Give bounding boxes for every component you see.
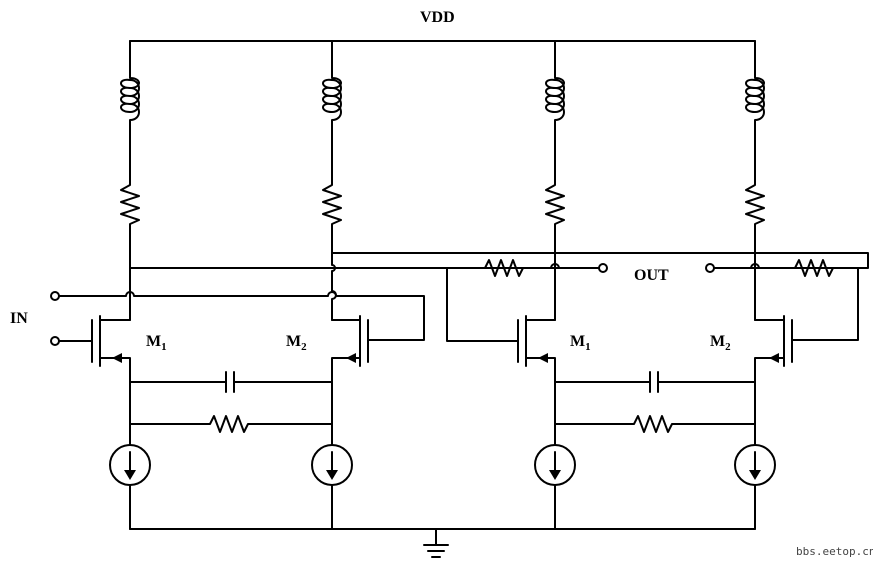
right-source-resistor (554, 381, 756, 433)
branch2-inductor (322, 40, 342, 126)
left-m1-transistor (91, 315, 131, 383)
branch1-inductor (120, 40, 140, 126)
left-m2-drain-hop (331, 252, 337, 321)
right-m1-label: M1 (570, 333, 591, 353)
right-current-source-1 (534, 423, 576, 530)
in-terminal-top (50, 291, 60, 301)
right-feedback-resistor-2 (709, 259, 859, 341)
out-terminal-right (705, 263, 715, 273)
right-m2-label: M2 (710, 333, 731, 353)
left-source-resistor (129, 381, 333, 433)
in-terminal-bottom (50, 336, 60, 346)
right-current-source-2 (734, 423, 776, 530)
branch3-resistor (545, 124, 565, 269)
in-line (58, 291, 425, 341)
left-m2-label: M2 (286, 333, 307, 353)
right-m1-gate-wire (446, 267, 519, 342)
out-terminal-left (598, 263, 608, 273)
branch1-resistor (120, 124, 140, 269)
out-label: OUT (634, 267, 669, 284)
right-feedback-resistor-1 (446, 259, 604, 277)
branch2-resistor (322, 124, 342, 254)
right-m2-transistor (754, 315, 793, 383)
watermark: bbs.eetop.cn (796, 545, 873, 558)
left-m2-transistor (331, 315, 369, 383)
branch3-inductor (545, 40, 565, 126)
right-m1-transistor (517, 315, 556, 383)
ground-icon (423, 528, 449, 558)
branch4-resistor (745, 124, 765, 254)
vdd-label: VDD (420, 9, 455, 26)
in-label: IN (10, 310, 28, 327)
left-current-source-2 (311, 423, 353, 530)
left-current-source-1 (109, 423, 151, 530)
right-capacitor (649, 371, 659, 393)
left-m1-label: M1 (146, 333, 167, 353)
left-capacitor (225, 371, 235, 393)
branch4-inductor (745, 40, 765, 126)
